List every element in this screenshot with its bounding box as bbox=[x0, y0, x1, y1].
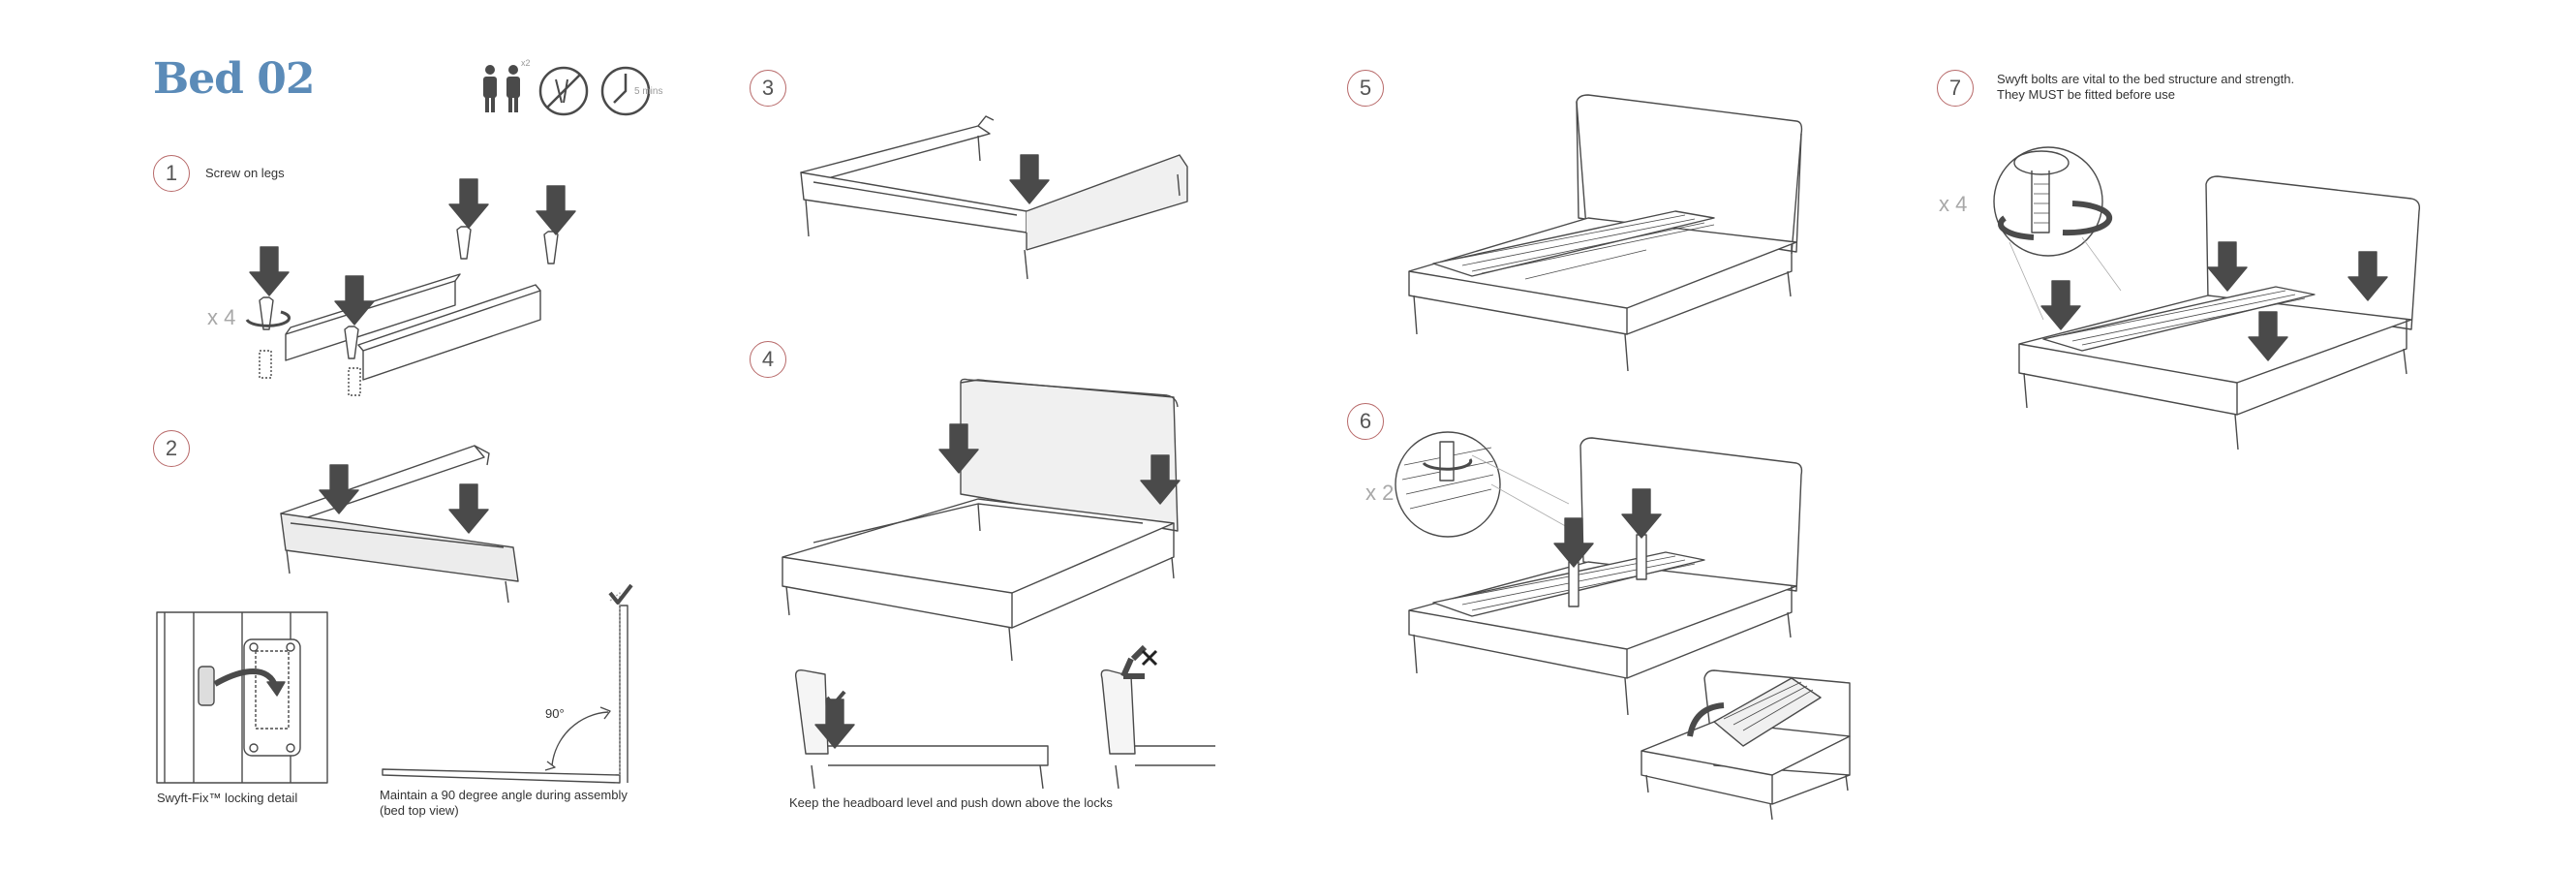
step6-drawing bbox=[1395, 431, 1851, 821]
step-3-number: 3 bbox=[750, 70, 786, 107]
swyftfix-detail bbox=[156, 611, 328, 784]
angle-caption-line1: Maintain a 90 degree angle during assemb… bbox=[380, 788, 628, 802]
angle-caption-line2: (bed top view) bbox=[380, 803, 459, 818]
step4-drawing bbox=[782, 378, 1181, 662]
step-7-multiplier: x 4 bbox=[1939, 192, 1968, 216]
headboard-detail-wrong bbox=[1100, 644, 1215, 790]
document-title: Bed 02 bbox=[153, 54, 315, 104]
headboard-caption: Keep the headboard level and push down a… bbox=[789, 795, 1113, 810]
clock-icon bbox=[600, 66, 651, 116]
step-1-caption: Screw on legs bbox=[205, 166, 285, 180]
step-7-caption-line1: Swyft bolts are vital to the bed structu… bbox=[1997, 72, 2295, 86]
step-4-number: 4 bbox=[750, 341, 786, 378]
clock-label: 5 mins bbox=[634, 86, 663, 97]
step1-drawing bbox=[245, 178, 576, 396]
headboard-detail-correct bbox=[794, 668, 1049, 790]
step-7-number: 7 bbox=[1937, 70, 1974, 107]
angle-diagram bbox=[382, 583, 633, 784]
step-7-caption-line2: They MUST be fitted before use bbox=[1997, 87, 2176, 102]
step7-drawing bbox=[1993, 146, 2421, 451]
step-5-number: 5 bbox=[1347, 70, 1384, 107]
step-1-multiplier: x 4 bbox=[207, 305, 236, 329]
step-6-multiplier: x 2 bbox=[1365, 481, 1395, 505]
angle-label: 90° bbox=[545, 706, 565, 721]
no-tools-icon bbox=[538, 66, 589, 116]
swyftfix-caption: Swyft-Fix™ locking detail bbox=[157, 791, 298, 805]
people-count: x2 bbox=[521, 58, 531, 68]
step-1-number: 1 bbox=[153, 155, 190, 192]
step-6-number: 6 bbox=[1347, 403, 1384, 440]
step3-drawing bbox=[800, 115, 1188, 280]
step5-drawing bbox=[1408, 94, 1803, 372]
two-people-icon bbox=[483, 65, 520, 112]
step2-drawing bbox=[280, 445, 519, 604]
header-icons bbox=[483, 65, 651, 116]
step-2-number: 2 bbox=[153, 430, 190, 467]
